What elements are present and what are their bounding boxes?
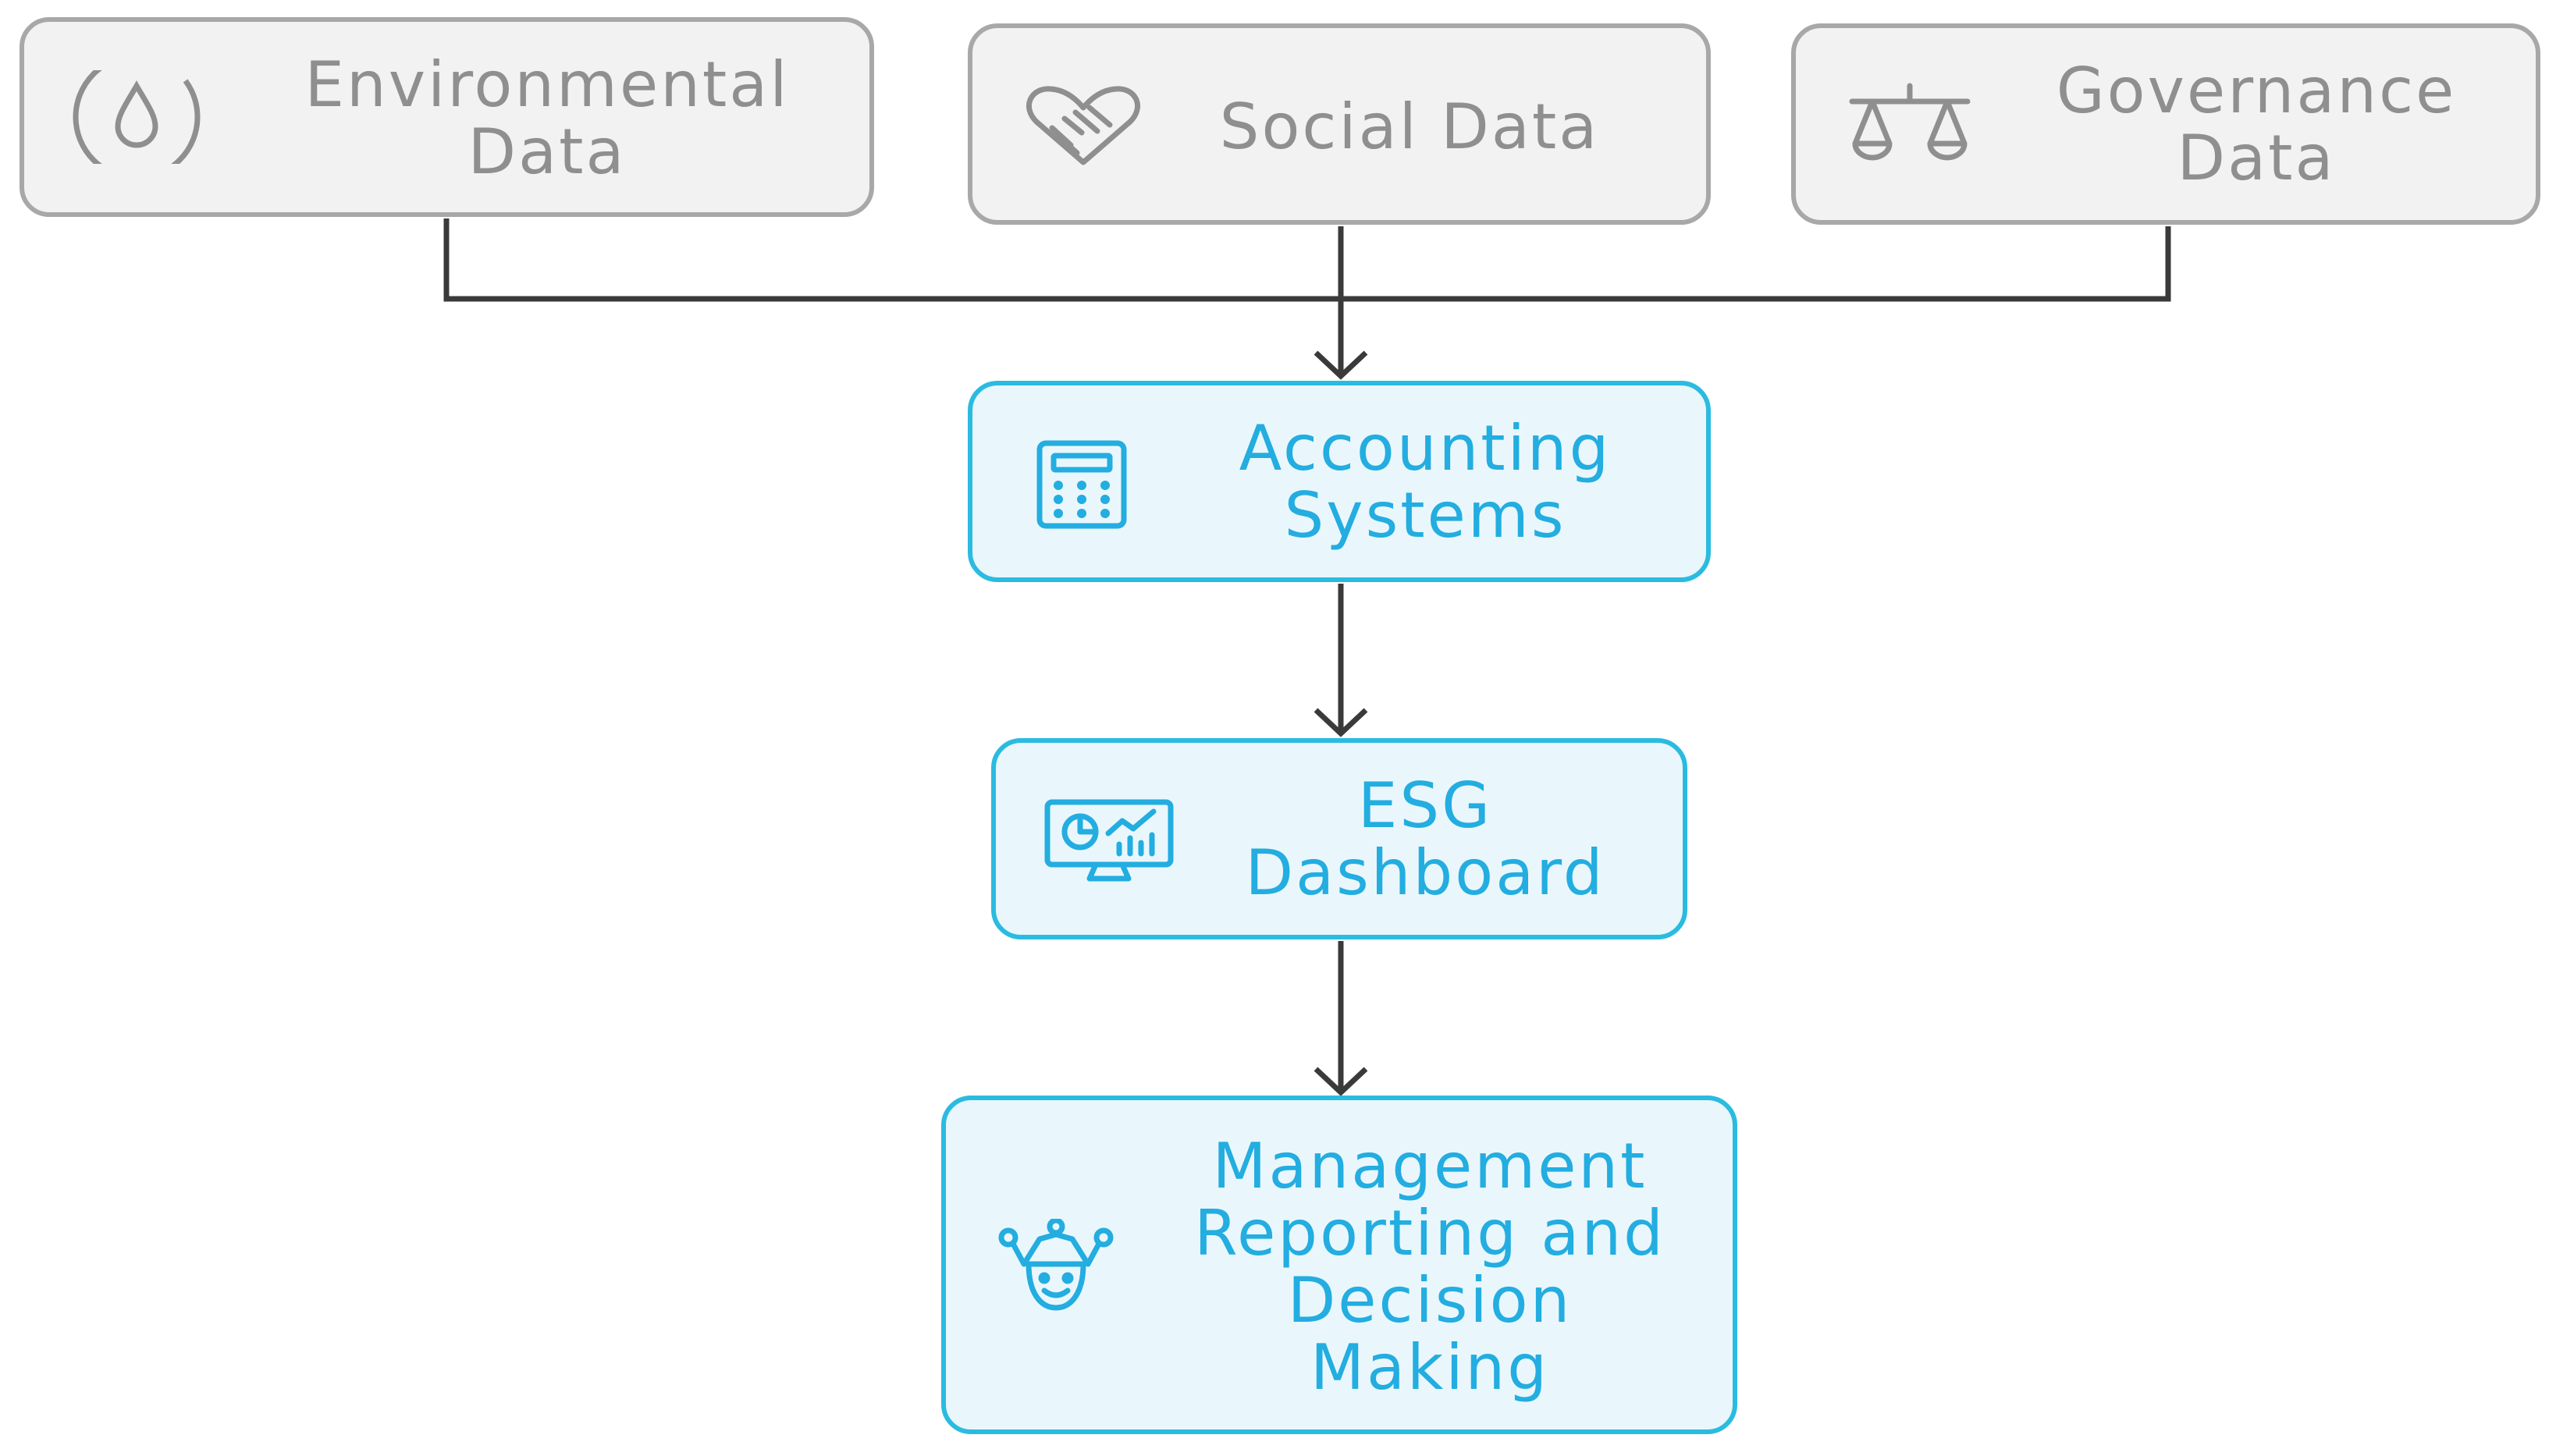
arrowhead-dashboard (1314, 708, 1368, 737)
water-drop-icon (69, 70, 204, 164)
esg-dashboard-node: ESG Dashboard (991, 738, 1687, 939)
crowned-person-icon (997, 1219, 1114, 1312)
social-data-node: Social Data (968, 23, 1711, 225)
calculator-icon (1035, 439, 1129, 531)
environmental-data-node: Environmental Data (20, 17, 874, 217)
governance-data-node: Governance Data (1791, 23, 2540, 225)
monitor-chart-icon (1044, 799, 1174, 883)
management-reporting-label: Management Reporting and Decision Making (1194, 1130, 1665, 1404)
handshake-heart-icon (1021, 84, 1146, 167)
esg-dashboard-label: ESG Dashboard (1245, 769, 1605, 909)
arrowhead-accounting (1314, 350, 1368, 380)
arrowhead-management (1314, 1067, 1368, 1096)
edge-governance-to-accounting (1341, 226, 2171, 302)
social-data-label: Social Data (1219, 91, 1600, 163)
environmental-data-label: Environmental Data (304, 48, 790, 188)
management-reporting-node: Management Reporting and Decision Making (941, 1096, 1737, 1434)
accounting-systems-label: Accounting Systems (1239, 412, 1612, 552)
edge-environmental-to-accounting (443, 218, 1341, 302)
accounting-systems-node: Accounting Systems (968, 381, 1711, 582)
balance-scale-icon (1844, 83, 1975, 169)
governance-data-label: Governance Data (2056, 55, 2457, 194)
